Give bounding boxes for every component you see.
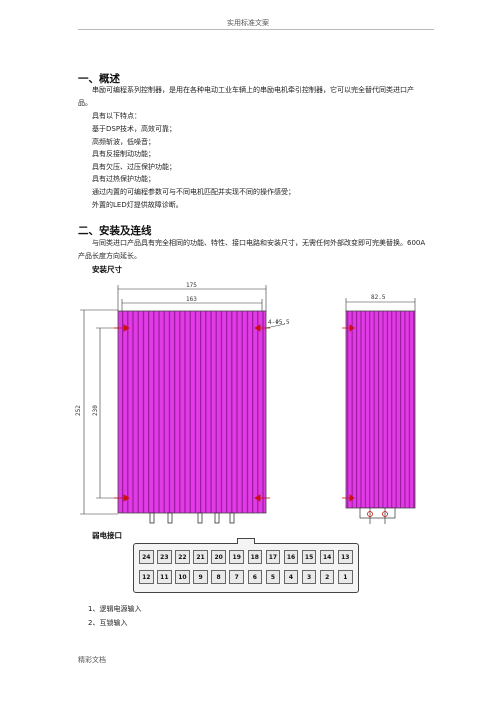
- connector-pin: 2: [319, 570, 335, 584]
- pin-description: 2、互锁输入: [88, 619, 128, 627]
- connector-pin: 11: [157, 570, 172, 584]
- connector-pin: 13: [338, 550, 353, 564]
- connector-title: 弱电接口: [92, 531, 122, 540]
- dim-side-width: 82.5: [371, 294, 386, 301]
- connector-pin: 14: [319, 550, 335, 564]
- connector-pin: 6: [247, 570, 263, 584]
- connector-pin: 4: [283, 570, 299, 584]
- section-1-intro: 串励可编程系列控制器，是用在各种电动工业车辆上的串励电机牵引控制器，它可以完全替…: [78, 86, 414, 107]
- feature-item: 通过内置的可编程参数可与不同电机匹配并实现不同的操作感受；: [92, 187, 295, 196]
- pin-description: 1、逻辑电源输入: [88, 605, 142, 613]
- dim-top-inner: 163: [186, 296, 197, 303]
- connector-pin: 16: [283, 550, 299, 564]
- connector-pin: 17: [265, 550, 281, 564]
- features-heading: 具有以下特点：: [92, 112, 141, 120]
- section-1-title: 一、概述: [78, 73, 120, 85]
- connector-top-row: 24 23 22 21 20 19 18 17 16 15 14 13: [139, 550, 353, 564]
- side-bolt-markers: [367, 511, 388, 517]
- side-terminals: [359, 507, 396, 524]
- connector-pin: 18: [247, 550, 263, 564]
- connector-pin: 10: [175, 570, 190, 584]
- section-2-title: 二、安装及连线: [78, 225, 152, 237]
- connector-pin: 7: [229, 570, 244, 584]
- connector-latch: [237, 538, 255, 544]
- feature-item: 基于DSP技术，高效可靠；: [92, 125, 177, 133]
- feature-item: 外置的LED灯提供故障诊断。: [92, 200, 183, 209]
- header-divider: [78, 29, 434, 30]
- connector-pin: 12: [139, 570, 154, 584]
- page-header: 实用标准文案: [227, 19, 269, 27]
- left-dimension-lines: [80, 309, 120, 515]
- heatsink-side-view: [345, 310, 416, 509]
- side-dimension-lines: [345, 298, 416, 312]
- connector-pin: 1: [338, 570, 353, 584]
- weak-current-connector: 24 23 22 21 20 19 18 17 16 15 14 13 12 1…: [133, 538, 359, 593]
- connector-pin: 15: [301, 550, 317, 564]
- connector-pin: 22: [175, 550, 190, 564]
- connector-pin: 19: [229, 550, 244, 564]
- connector-pin: 23: [157, 550, 172, 564]
- dim-height-inner: 230: [92, 405, 99, 416]
- dim-height-outer: 252: [75, 405, 82, 416]
- connector-pin: 8: [211, 570, 226, 584]
- feature-item: 具有反接制动功能；: [92, 150, 155, 159]
- connector-pin: 5: [265, 570, 281, 584]
- connector-pin: 24: [139, 550, 154, 564]
- feature-item: 具有欠压、过压保护功能；: [92, 162, 176, 171]
- dim-hole-spec: 4-Φ5.5: [268, 319, 290, 326]
- install-dimension-drawing: 175 163 252 230 4-Φ5.5 82.5: [75, 282, 416, 524]
- section-2-intro: 与同类进口产品具有完全相同的功能、特性、接口电路和安装尺寸，无需任何外部改变即可…: [78, 239, 426, 260]
- dim-top-outer: 175: [186, 282, 197, 289]
- mounting-hole-markers: [114, 324, 270, 502]
- page-footer: 精彩文档: [78, 656, 106, 664]
- heatsink-front-view: [117, 310, 267, 514]
- feature-item: 高频斩波，低噪音；: [92, 137, 155, 146]
- connector-pin: 3: [301, 570, 317, 584]
- connector-bottom-row: 12 11 10 9 8 7 6 5 4 3 2 1: [139, 570, 353, 584]
- front-terminals: [149, 512, 235, 524]
- connector-pin: 9: [193, 570, 208, 584]
- connector-pin: 20: [211, 550, 226, 564]
- feature-item: 具有过热保护功能；: [92, 175, 155, 184]
- connector-pin: 21: [193, 550, 208, 564]
- features-list: 基于DSP技术，高效可靠； 高频斩波，低噪音； 具有反接制动功能； 具有欠压、过…: [92, 123, 295, 211]
- side-mounting-markers: [342, 324, 355, 502]
- install-dimensions-title: 安装尺寸: [92, 265, 122, 274]
